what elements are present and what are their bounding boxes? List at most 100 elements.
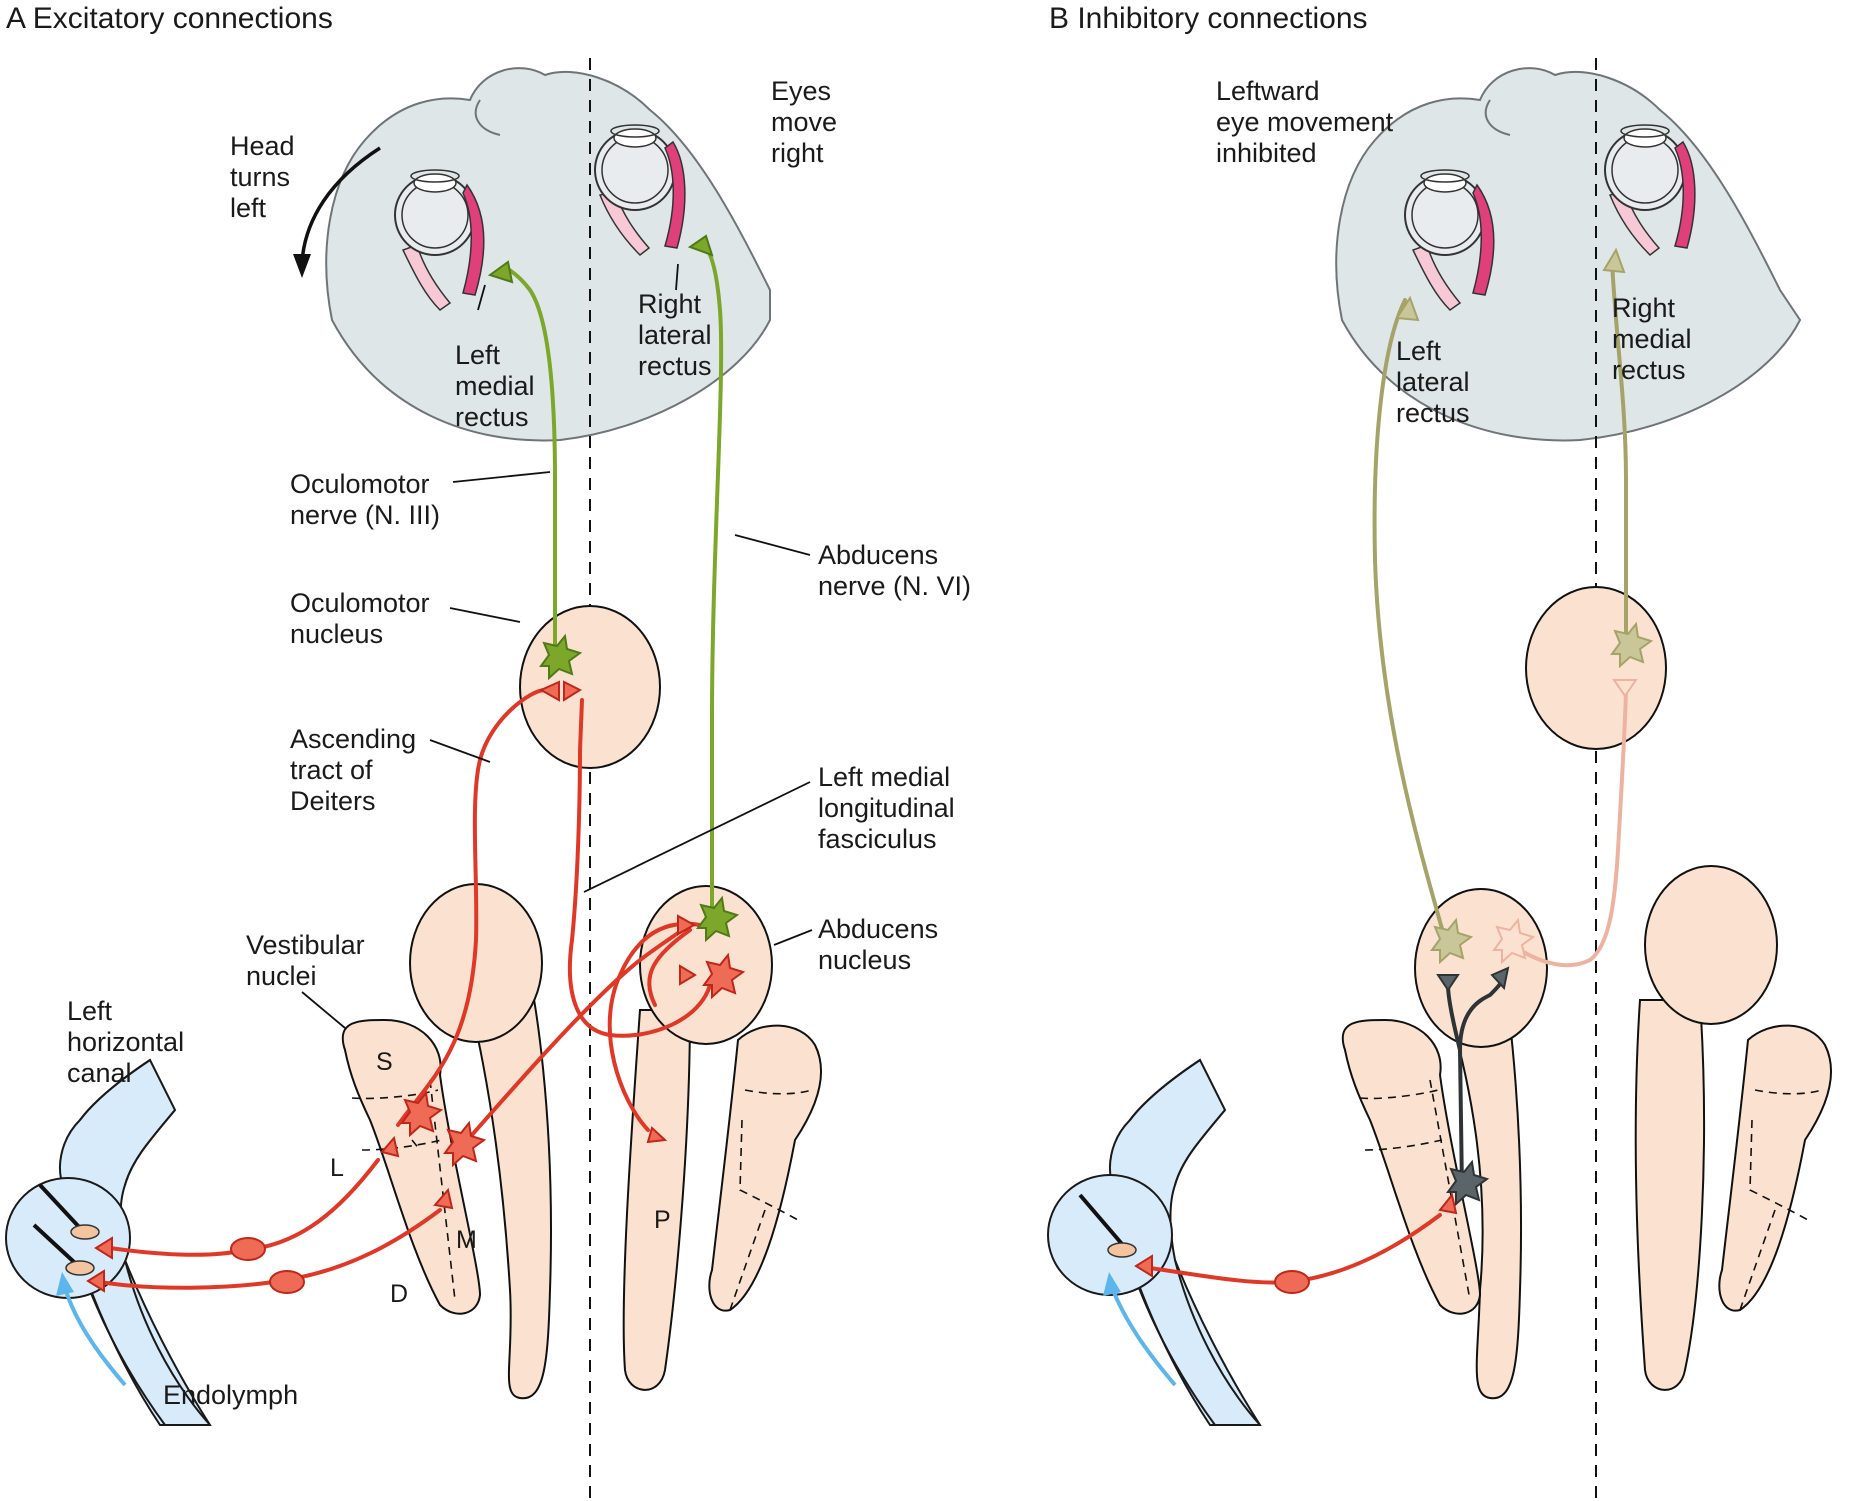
svg-text:Oculomotor: Oculomotor (290, 469, 430, 499)
endolymph-arrowhead (56, 1272, 74, 1296)
endolymph-arrowhead-b (1103, 1272, 1121, 1296)
interneuron-axon (647, 928, 692, 1007)
label-nucleus-s: S (376, 1048, 393, 1076)
label-ascending-tract: Ascending tract of Deiters (290, 724, 416, 816)
svg-text:Deiters: Deiters (290, 786, 376, 816)
inhibited-abducens-motor-neuron (1430, 917, 1474, 965)
hair-cell-2 (65, 1260, 95, 1276)
svg-text:Left: Left (455, 340, 501, 370)
inhibited-oculomotor-nerve (1610, 258, 1628, 652)
svg-text:Leftward: Leftward (1216, 76, 1320, 106)
hair-cell-b (1107, 1242, 1137, 1258)
lateral-vestibular-neuron (400, 1090, 444, 1138)
svg-text:Ascending: Ascending (290, 724, 416, 754)
right-vest-boundary-b (1754, 1089, 1823, 1095)
abducens-motor-neuron (696, 895, 740, 943)
canal-inner-bottom-b (1174, 1259, 1261, 1426)
svg-text:inhibited: inhibited (1216, 138, 1317, 168)
panel-a: A Excitatory connections (5, 2, 971, 1498)
svg-text:lateral: lateral (1396, 367, 1470, 397)
svg-text:nuclei: nuclei (246, 961, 317, 991)
abducens-interneuron (702, 952, 746, 1000)
label-vestibular-nuclei: Vestibular nuclei (246, 930, 365, 991)
svg-text:tract of: tract of (290, 755, 373, 785)
nmj-right-lateral-rectus (687, 234, 714, 257)
canal-outer-top (79, 1059, 151, 1121)
hair-bundle-1 (38, 1183, 82, 1230)
left-lateral-rectus-muscle (401, 244, 452, 311)
medial-vestibular-neuron (443, 1120, 487, 1168)
canal-outer-top-b (1129, 1059, 1201, 1121)
endolymph-arrow (63, 1287, 127, 1387)
svg-text:right: right (771, 138, 824, 168)
svg-text:medial: medial (1612, 324, 1692, 354)
svg-text:left: left (230, 193, 267, 223)
leader-right-lateral-rectus (675, 263, 679, 291)
ascending-tract-deiters (396, 688, 547, 1127)
synapse-hair-b (1134, 1254, 1153, 1278)
right-brainstem-column (622, 1009, 692, 1391)
nmj-left-medial-rectus (487, 260, 514, 284)
leader-abducens-nucleus (773, 929, 813, 946)
ganglion-cell-2 (269, 1270, 305, 1294)
left-medial-rectus-muscle-b (1472, 183, 1495, 296)
svg-text:horizontal: horizontal (67, 1027, 184, 1057)
synapse-deiters (538, 680, 560, 702)
label-nucleus-l: L (330, 1154, 344, 1182)
left-lateral-rectus-muscle-b (1411, 244, 1462, 311)
label-left-medial-rectus: Left medial rectus (455, 340, 535, 432)
abducens-nerve (698, 243, 724, 927)
right-lateral-rectus-muscle-b (1674, 140, 1696, 249)
head-turn-arrow (300, 146, 381, 263)
right-vest-boundary-3-b (1739, 1209, 1776, 1311)
nmj-right-medial-rectus-b (1602, 247, 1626, 274)
svg-text:nucleus: nucleus (290, 619, 383, 649)
inhibitory-synapse-2 (1490, 966, 1510, 991)
canal-inner-top (124, 1109, 176, 1186)
oculomotor-nucleus-b (1525, 586, 1667, 750)
synapse-abducens-2 (679, 964, 697, 986)
svg-text:Left medial: Left medial (818, 762, 950, 792)
left-medial-rectus-muscle (462, 183, 485, 296)
svg-text:longitudinal: longitudinal (818, 793, 955, 823)
synapse-hair-1 (94, 1236, 113, 1260)
synapse-abducens-1 (677, 914, 697, 936)
synapse-hair-2 (86, 1269, 105, 1293)
inhibited-synapse-oculomotor (1612, 679, 1638, 698)
right-lateral-rectus-muscle (664, 140, 686, 249)
nmj-left-lateral-rectus-b (1395, 295, 1420, 322)
ganglion-cell-1 (230, 1237, 266, 1261)
inhibited-mlf (1518, 688, 1628, 968)
right-eye-b (1604, 124, 1696, 256)
md-boundary-2 (411, 1139, 421, 1151)
oculomotor-motor-neuron (539, 633, 583, 681)
head-outline (325, 67, 771, 442)
endolymph-arrow-b (1110, 1287, 1177, 1387)
svg-text:turns: turns (230, 162, 290, 192)
panel-b: B Inhibitory connections (1047, 2, 1833, 1498)
svg-text:rectus: rectus (638, 351, 712, 381)
label-abducens-nucleus: Abducens nucleus (818, 914, 938, 975)
label-oculomotor-nerve: Oculomotor nerve (N. III) (290, 469, 440, 530)
svg-text:fasciculus: fasciculus (818, 824, 937, 854)
abducens-interneuron-branch (607, 921, 702, 1132)
sl-boundary (351, 1089, 439, 1100)
label-right-medial-rectus: Right medial rectus (1612, 293, 1692, 385)
vestibular-nuclei-b (1341, 1018, 1482, 1315)
inhibited-abducens-nerve (1372, 298, 1450, 952)
hair-cell-1 (70, 1224, 100, 1240)
right-eye (594, 124, 686, 256)
leader-oculomotor-nerve (452, 471, 551, 483)
right-abducens-region-b (1644, 865, 1778, 1025)
label-left-lateral-rectus: Left lateral rectus (1396, 336, 1470, 428)
label-mlf: Left medial longitudinal fasciculus (818, 762, 955, 854)
inhibited-oculomotor-motor-neuron (1610, 621, 1654, 669)
svg-text:lateral: lateral (638, 320, 712, 350)
label-nucleus-d: D (390, 1280, 408, 1308)
leader-vestibular-nuclei (301, 991, 346, 1029)
inhibitory-interneuron (1446, 1159, 1490, 1207)
leader-left-medial-rectus (477, 284, 486, 311)
svg-text:Vestibular: Vestibular (246, 930, 365, 960)
synapse-vestibular-p (646, 1126, 668, 1144)
inhibitory-synapse-1 (1436, 974, 1460, 992)
